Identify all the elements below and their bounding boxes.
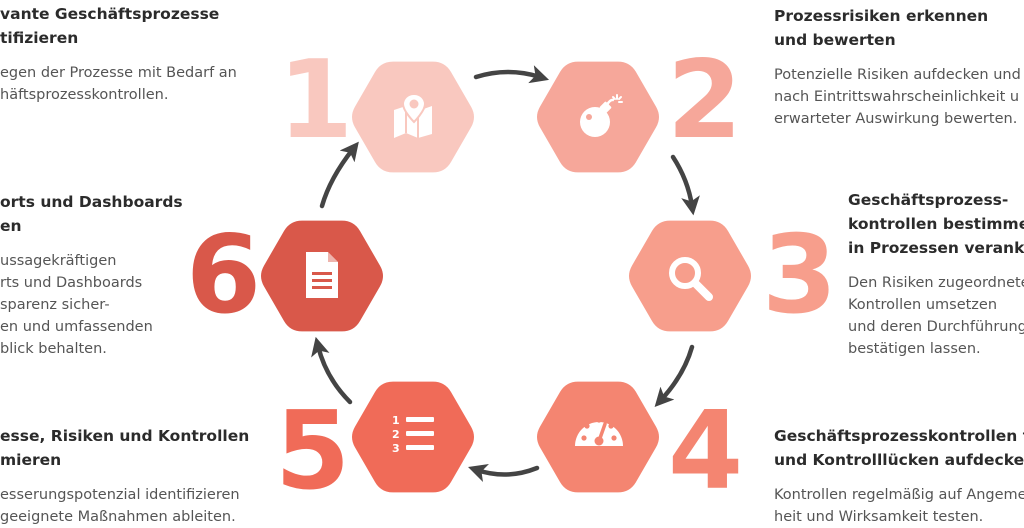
arrow-4-to-5 xyxy=(468,464,540,482)
step-number-1: 1 xyxy=(278,38,354,163)
search-icon xyxy=(669,257,713,301)
step-hexagon-5 xyxy=(352,381,474,493)
step-number-3: 3 xyxy=(762,213,838,338)
arrow-3-to-4 xyxy=(654,344,695,407)
svg-text:2: 2 xyxy=(392,428,400,441)
document-icon xyxy=(306,252,338,298)
step-number-6: 6 xyxy=(186,213,262,338)
map-location-icon xyxy=(394,92,432,138)
svg-text:3: 3 xyxy=(392,442,400,455)
arrow-2-to-3 xyxy=(670,154,700,216)
arrow-5-to-6 xyxy=(311,336,353,405)
step-hexagon-3 xyxy=(629,220,751,332)
svg-text:1: 1 xyxy=(392,414,400,427)
bomb-icon xyxy=(580,94,623,137)
speedometer-icon xyxy=(575,417,623,446)
arrow-1-to-2 xyxy=(473,65,550,84)
numbered-list-icon: 1 2 3 xyxy=(392,414,434,455)
arrow-6-to-1 xyxy=(319,141,359,209)
step-number-4: 4 xyxy=(668,389,744,514)
step-number-5: 5 xyxy=(275,389,351,514)
step-number-2: 2 xyxy=(667,38,743,163)
